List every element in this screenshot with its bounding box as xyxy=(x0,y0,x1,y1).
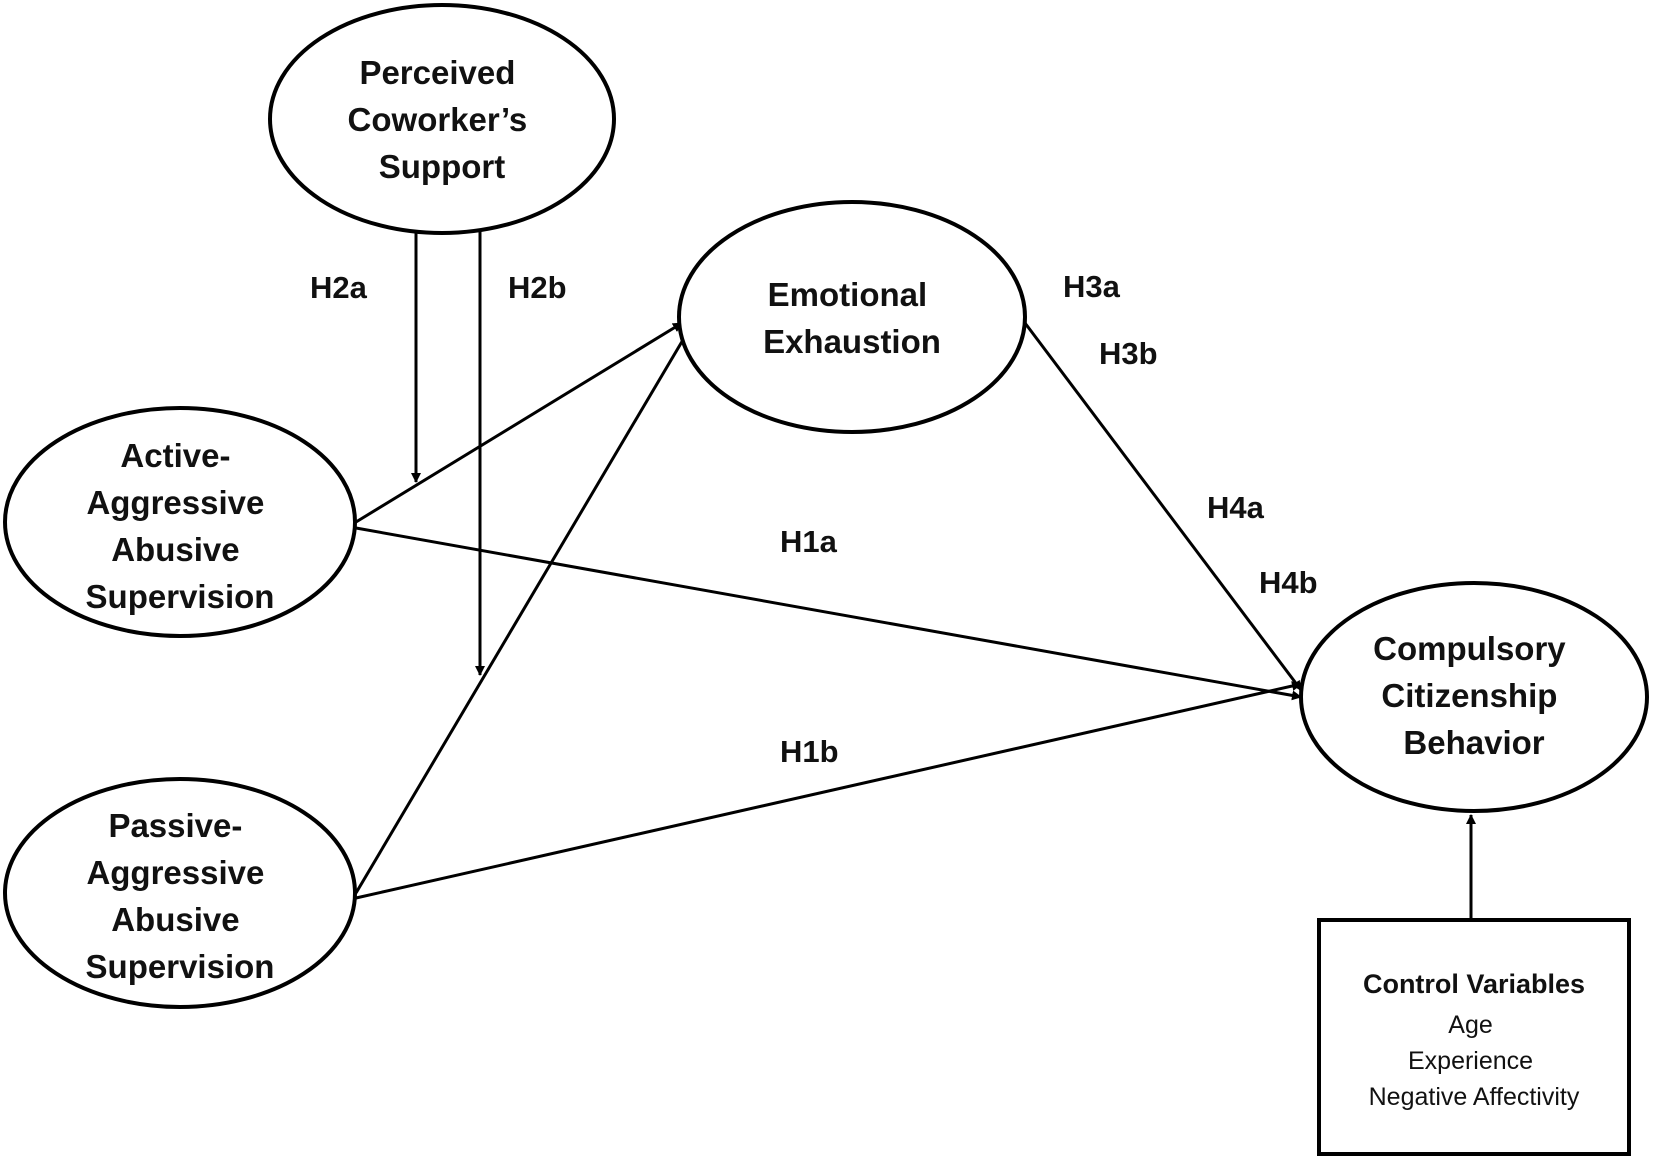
control-variables-title: Control Variables xyxy=(1363,969,1585,999)
svg-text:Passive- Aggressive: Passive- Aggressive Abusive Supervision xyxy=(86,807,275,985)
hypothesis-label-h3a: H3a xyxy=(1063,269,1121,304)
node-label-line: Citizenship xyxy=(1381,677,1557,714)
node-label-line: Behavior xyxy=(1403,724,1544,761)
node-active-aggressive-abusive-supervision: Active- Aggressive Abusive Supervision xyxy=(3,406,357,638)
node-label-line: Compulsory xyxy=(1373,630,1566,667)
svg-text:Emotional Exhaustion: Emotional Exhaustion xyxy=(763,276,941,360)
node-label-line: Perceived xyxy=(359,54,515,91)
arrow-active-to-exhaustion xyxy=(355,321,683,524)
arrow-active-to-citizenship xyxy=(355,526,1302,701)
node-label-line: Abusive xyxy=(111,531,239,568)
node-label-line: Aggressive xyxy=(86,854,264,891)
control-variable-item: Age xyxy=(1448,1011,1492,1039)
hypothesis-label-h4a: H4a xyxy=(1207,490,1265,525)
node-passive-aggressive-abusive-supervision: Passive- Aggressive Abusive Supervision xyxy=(3,777,357,1009)
control-variable-item: Experience xyxy=(1408,1047,1533,1075)
hypothesis-label-h3b: H3b xyxy=(1099,336,1158,371)
node-label-line: Aggressive xyxy=(86,484,264,521)
node-label-line: Emotional xyxy=(768,276,928,313)
node-label-line: Exhaustion xyxy=(763,323,941,360)
node-label-line: Abusive xyxy=(111,901,239,938)
node-emotional-exhaustion: Emotional Exhaustion xyxy=(677,200,1027,434)
svg-text:Age Experience Neg: Age Experience Negative Affectivity xyxy=(1369,1011,1580,1111)
node-label-line: Active- xyxy=(120,437,230,474)
node-label-line: Coworker’s xyxy=(348,101,528,138)
node-label-line: Supervision xyxy=(86,578,275,615)
hypothesis-label-h1a: H1a xyxy=(780,524,838,559)
hypothesis-label-h4b: H4b xyxy=(1259,565,1318,600)
node-label-line: Support xyxy=(379,148,505,185)
node-perceived-coworker-support: Perceived Coworker’s Support xyxy=(268,3,616,235)
control-variables-box: Control Variables Age Experience Negativ… xyxy=(1317,918,1631,1156)
svg-text:Active- Aggressive: Active- Aggressive Abusive Supervision xyxy=(86,437,275,615)
node-compulsory-citizenship-behavior: Compulsory Citizenship Behavior xyxy=(1299,581,1649,813)
node-label-line: Supervision xyxy=(86,948,275,985)
arrow-exhaustion-to-citizenship xyxy=(1023,322,1303,691)
svg-text:Compulsory Citizenship: Compulsory Citizenship Behavior xyxy=(1373,630,1575,761)
hypothesis-label-h1b: H1b xyxy=(780,734,839,769)
arrow-passive-to-exhaustion xyxy=(354,327,692,894)
control-variable-item: Negative Affectivity xyxy=(1369,1083,1580,1111)
node-label-line: Passive- xyxy=(108,807,242,844)
hypothesis-label-h2a: H2a xyxy=(310,270,368,305)
arrow-passive-to-citizenship xyxy=(355,681,1302,900)
hypothesis-label-h2b: H2b xyxy=(508,270,567,305)
svg-text:Perceived Coworker’s: Perceived Coworker’s Support xyxy=(348,54,537,185)
